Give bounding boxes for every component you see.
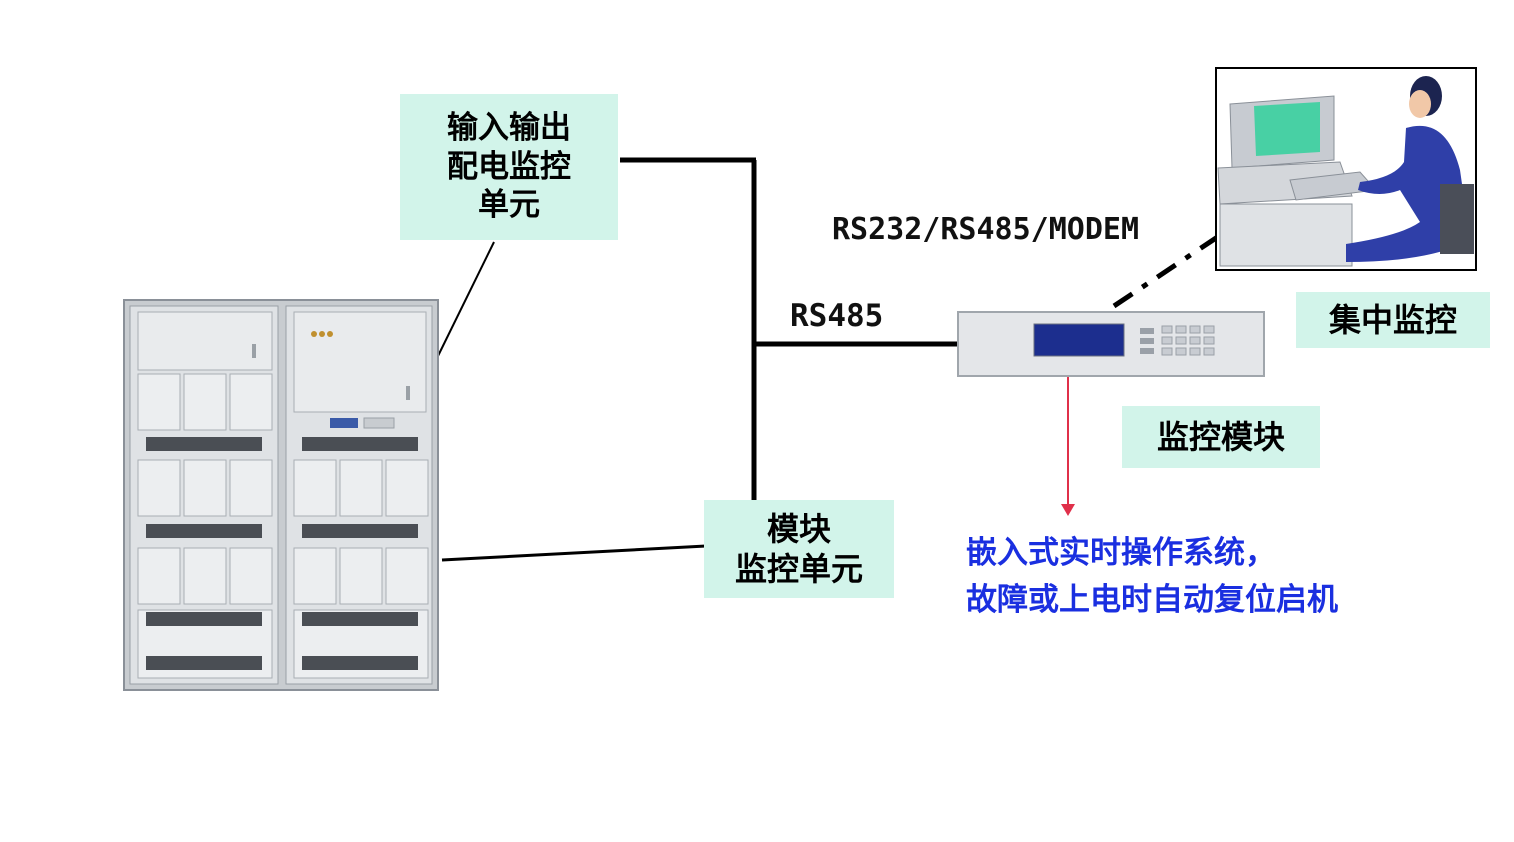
rs485-link-label: RS485 (790, 298, 884, 334)
io-distribution-monitor-unit: 输入输出 配电监控 单元 (400, 94, 618, 240)
monitor-module-label: 监控模块 (1156, 418, 1285, 456)
os-feature-line-2: 故障或上电时自动复位启机 (966, 581, 1338, 618)
remote-link-label: RS232/RS485/MODEM (832, 212, 1140, 247)
central-monitoring-box: 集中监控 (1296, 292, 1490, 348)
io-unit-line-1: 输入输出 (447, 109, 571, 146)
io-unit-line-3: 单元 (478, 187, 540, 224)
io-unit-line-2: 配电监控 (447, 148, 571, 185)
module-unit-line-2: 监控单元 (734, 550, 863, 588)
module-unit-leader-line (441, 544, 707, 562)
module-monitor-unit: 模块 监控单元 (704, 500, 894, 598)
monitor-module-box: 监控模块 (1122, 406, 1320, 468)
operator-workstation (1215, 67, 1477, 271)
remote-dashed-link (1112, 231, 1224, 309)
module-unit-line-1: 模块 (766, 510, 831, 548)
feature-arrow-head (1061, 504, 1075, 516)
os-feature-line-1: 嵌入式实时操作系统， (966, 535, 1276, 571)
io-unit-leader-line (437, 241, 495, 357)
power-cabinet (123, 299, 439, 691)
monitor-module-device (957, 311, 1265, 377)
central-monitoring-label: 集中监控 (1328, 301, 1457, 339)
os-feature-note: 嵌入式实时操作系统， 故障或上电时自动复位启机 (966, 530, 1338, 623)
